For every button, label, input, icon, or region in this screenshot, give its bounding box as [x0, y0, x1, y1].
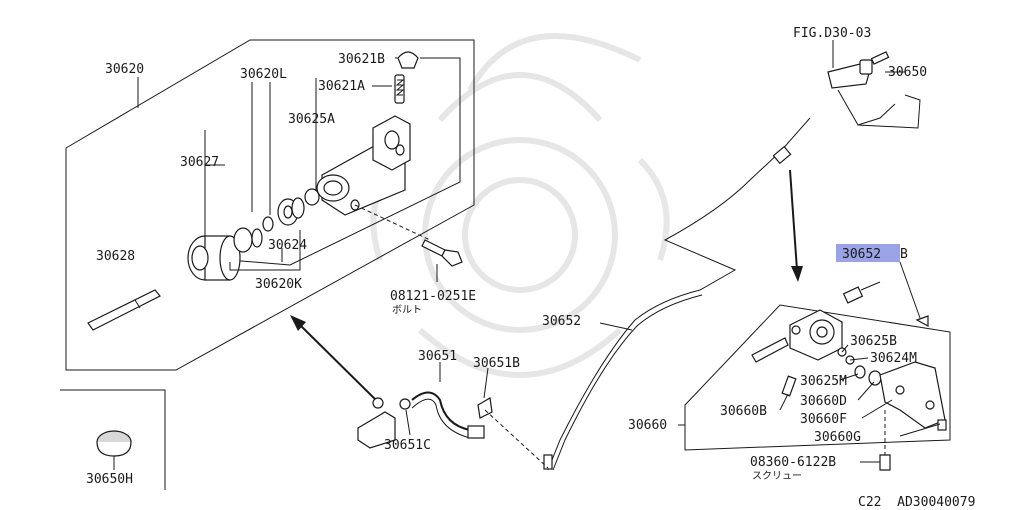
label-30660D: 30660D [800, 394, 847, 409]
label-30624M: 30624M [870, 351, 917, 366]
leader-30620K [229, 230, 301, 271]
label-30651C: 30651C [384, 438, 431, 453]
push-rod-30628 [87, 289, 161, 331]
master-cylinder-group: FIG.D30-03 30650 [789, 26, 927, 282]
label-30620: 30620 [105, 62, 144, 77]
bleeder-cap-30621B [397, 51, 419, 69]
master-bracket [837, 89, 921, 129]
figure-reference: FIG.D30-03 [793, 26, 871, 41]
label-30621B: 30621B [338, 52, 385, 67]
label-30620K: 30620K [255, 277, 302, 292]
operating-cylinder-group: 30620 30620L 30621B 30621A 30625A 30627 … [65, 39, 476, 403]
pipe-fitting-top [772, 145, 792, 165]
label-30620L: 30620L [240, 67, 287, 82]
clip-30652B [915, 315, 929, 328]
bleeder-screw-30621A [394, 74, 405, 104]
label-bolt-jp: ボルト [392, 304, 422, 316]
pipe-fitting-bottom [543, 454, 553, 470]
clutch-pipe-30652 [547, 151, 781, 471]
leader-30651C [405, 409, 411, 436]
highlight-30652 [836, 244, 900, 262]
label-30627: 30627 [180, 155, 219, 170]
label-30650: 30650 [888, 65, 927, 80]
label-30625A: 30625A [288, 112, 335, 127]
label-screw-jp: スクリュー [752, 470, 802, 482]
leader-30651B [483, 367, 489, 399]
spring-30624 [262, 216, 274, 232]
label-30652: 30652 [542, 314, 581, 329]
cap-group: 30650H [60, 389, 166, 490]
piston [233, 227, 253, 253]
label-30652B-suffix: B [900, 247, 908, 262]
label-30660B: 30660B [720, 404, 767, 419]
union-30660B [781, 375, 797, 397]
label-30625M: 30625M [800, 374, 847, 389]
label-08360-6122B: 08360-6122B [750, 455, 836, 470]
assembly-arrow [299, 324, 379, 403]
seal-30625M [854, 365, 866, 379]
label-30660G: 30660G [814, 430, 861, 445]
label-30621A: 30621A [318, 79, 365, 94]
hose-cylinder-end [357, 411, 396, 449]
label-30660F: 30660F [800, 412, 847, 427]
label-30625B: 30625B [850, 334, 897, 349]
label-30651: 30651 [418, 349, 457, 364]
washer-30651C [399, 398, 411, 410]
pipe-stub [751, 337, 789, 363]
label-08121-0251E: 08121-0251E [390, 289, 476, 304]
cap-frame [60, 389, 166, 490]
detail-frame [684, 304, 951, 451]
flex-hose-30651 [411, 391, 471, 431]
nut-30660D [868, 370, 882, 386]
watermark-emblem [370, 33, 670, 378]
label-30652-highlighted: 30652 [842, 247, 881, 262]
label-30660: 30660 [628, 418, 667, 433]
label-30650H: 30650H [86, 472, 133, 487]
label-30624: 30624 [268, 238, 307, 253]
bracket-detail-group: 30652 B [628, 244, 951, 482]
hose-pipe-group: 30652 30651 30651B 30651C [357, 117, 811, 471]
diagram-code: C22 AD30040079 [858, 495, 975, 510]
label-30628: 30628 [96, 249, 135, 264]
leader-30652 [599, 322, 633, 331]
bolt-30660G [937, 419, 947, 431]
group-boundary-frame [65, 39, 475, 371]
label-30651B: 30651B [473, 356, 520, 371]
detail-arrow [789, 169, 798, 271]
bracket-30660F [879, 361, 946, 429]
screw-08360 [879, 454, 891, 471]
clip-30651B [477, 397, 493, 419]
